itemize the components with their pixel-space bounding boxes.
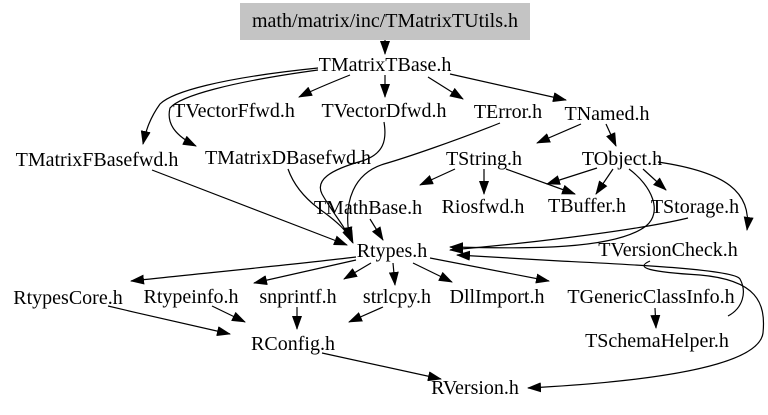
edge-TObject-to-TStorage [642, 168, 667, 191]
edge-TGenericClassInfo-to-TSchemaHelper [650, 307, 661, 329]
edge-TMatrixTBase-to-TMatrixFBasefwd [140, 67, 319, 145]
edge-TObject-to-TVersionCheck [657, 161, 754, 231]
edge-TMatrixFBasefwd-to-Rtypes [151, 169, 348, 246]
node-TMatrixTBase[interactable]: TMatrixTBase.h [319, 54, 452, 76]
node-TMatrixTUtils: math/matrix/inc/TMatrixTUtils.h [252, 10, 518, 32]
node-snprintf[interactable]: snprintf.h [259, 286, 336, 308]
edges-layer [107, 40, 765, 393]
node-strlcpy[interactable]: strlcpy.h [363, 286, 431, 308]
node-Rtypes[interactable]: Rtypes.h [357, 240, 428, 262]
edge-TMatrixTBase-to-TVectorFfwd [298, 74, 351, 98]
edge-TVersionCheck-to-RVersion [527, 260, 765, 393]
edge-TVectorDfwd-to-Rtypes [319, 121, 386, 243]
edge-TMatrixTBase-to-TNamed [449, 73, 567, 103]
edge-TStorage-to-Rtypes [449, 217, 689, 254]
node-RtypesCore[interactable]: RtypesCore.h [13, 287, 122, 309]
node-TError[interactable]: TError.h [474, 101, 542, 123]
node-DllImport[interactable]: DllImport.h [450, 286, 545, 308]
edge-Rtypes-to-Rtypeinfo [253, 259, 357, 286]
node-TBuffer[interactable]: TBuffer.h [548, 195, 626, 217]
edge-TMatrixTBase-to-TMatrixDBasefwd [168, 69, 319, 147]
node-TVectorFfwd[interactable]: TVectorFfwd.h [173, 100, 295, 122]
root-node-box [240, 3, 530, 40]
edge-TNamed-to-TObject [605, 123, 617, 147]
node-RConfig[interactable]: RConfig.h [251, 333, 335, 355]
edge-TMathBase-to-Rtypes [369, 218, 384, 241]
node-TSchemaHelper[interactable]: TSchemaHelper.h [585, 330, 729, 352]
edge-RConfig-to-RVersion [321, 352, 442, 382]
edge-Rtypes-to-DllImport [412, 262, 453, 283]
node-TString[interactable]: TString.h [446, 148, 522, 170]
edge-TString-to-TBuffer [505, 168, 576, 195]
node-TMathBase[interactable]: TMathBase.h [314, 197, 422, 219]
edge-TString-to-TMathBase [419, 168, 456, 186]
edge-TGenericClassInfo-to-Rtypes [456, 250, 744, 317]
node-TStorage[interactable]: TStorage.h [651, 196, 739, 218]
edge-Rtypes-to-RtypesCore [130, 256, 357, 285]
node-TGenericClassInfo[interactable]: TGenericClassInfo.h [567, 286, 734, 308]
edge-TMatrixTBase-to-TError [427, 76, 464, 100]
node-TObject[interactable]: TObject.h [582, 148, 662, 170]
edge-TObject-to-Riosfwd [546, 167, 598, 185]
edge-strlcpy-to-RConfig [348, 306, 384, 323]
node-RVersion[interactable]: RVersion.h [431, 377, 519, 399]
node-Riosfwd[interactable]: Riosfwd.h [442, 196, 525, 218]
nodes-layer: math/matrix/inc/TMatrixTUtils.hTMatrixTB… [13, 3, 739, 399]
node-TVersionCheck[interactable]: TVersionCheck.h [598, 239, 737, 261]
node-TVectorDfwd[interactable]: TVectorDfwd.h [322, 100, 447, 122]
edge-TObject-to-Rtypes [449, 168, 655, 253]
node-TMatrixFBasefwd[interactable]: TMatrixFBasefwd.h [16, 149, 179, 171]
node-Rtypeinfo[interactable]: Rtypeinfo.h [144, 286, 239, 308]
edge-TError-to-Rtypes [342, 122, 501, 241]
edge-Rtypes-to-snprintf [343, 262, 372, 280]
edge-TObject-to-TBuffer [595, 168, 614, 195]
edge-RtypesCore-to-RConfig [107, 305, 231, 336]
node-TMatrixDBasefwd[interactable]: TMatrixDBasefwd.h [205, 147, 371, 169]
edge-Rtypeinfo-to-RConfig [211, 305, 246, 323]
node-TNamed[interactable]: TNamed.h [565, 103, 650, 125]
edge-Rtypes-to-TGenericClassInfo [429, 257, 550, 284]
edge-Rtypes-to-strlcpy [388, 262, 399, 286]
edge-TNamed-to-TString [536, 123, 582, 144]
